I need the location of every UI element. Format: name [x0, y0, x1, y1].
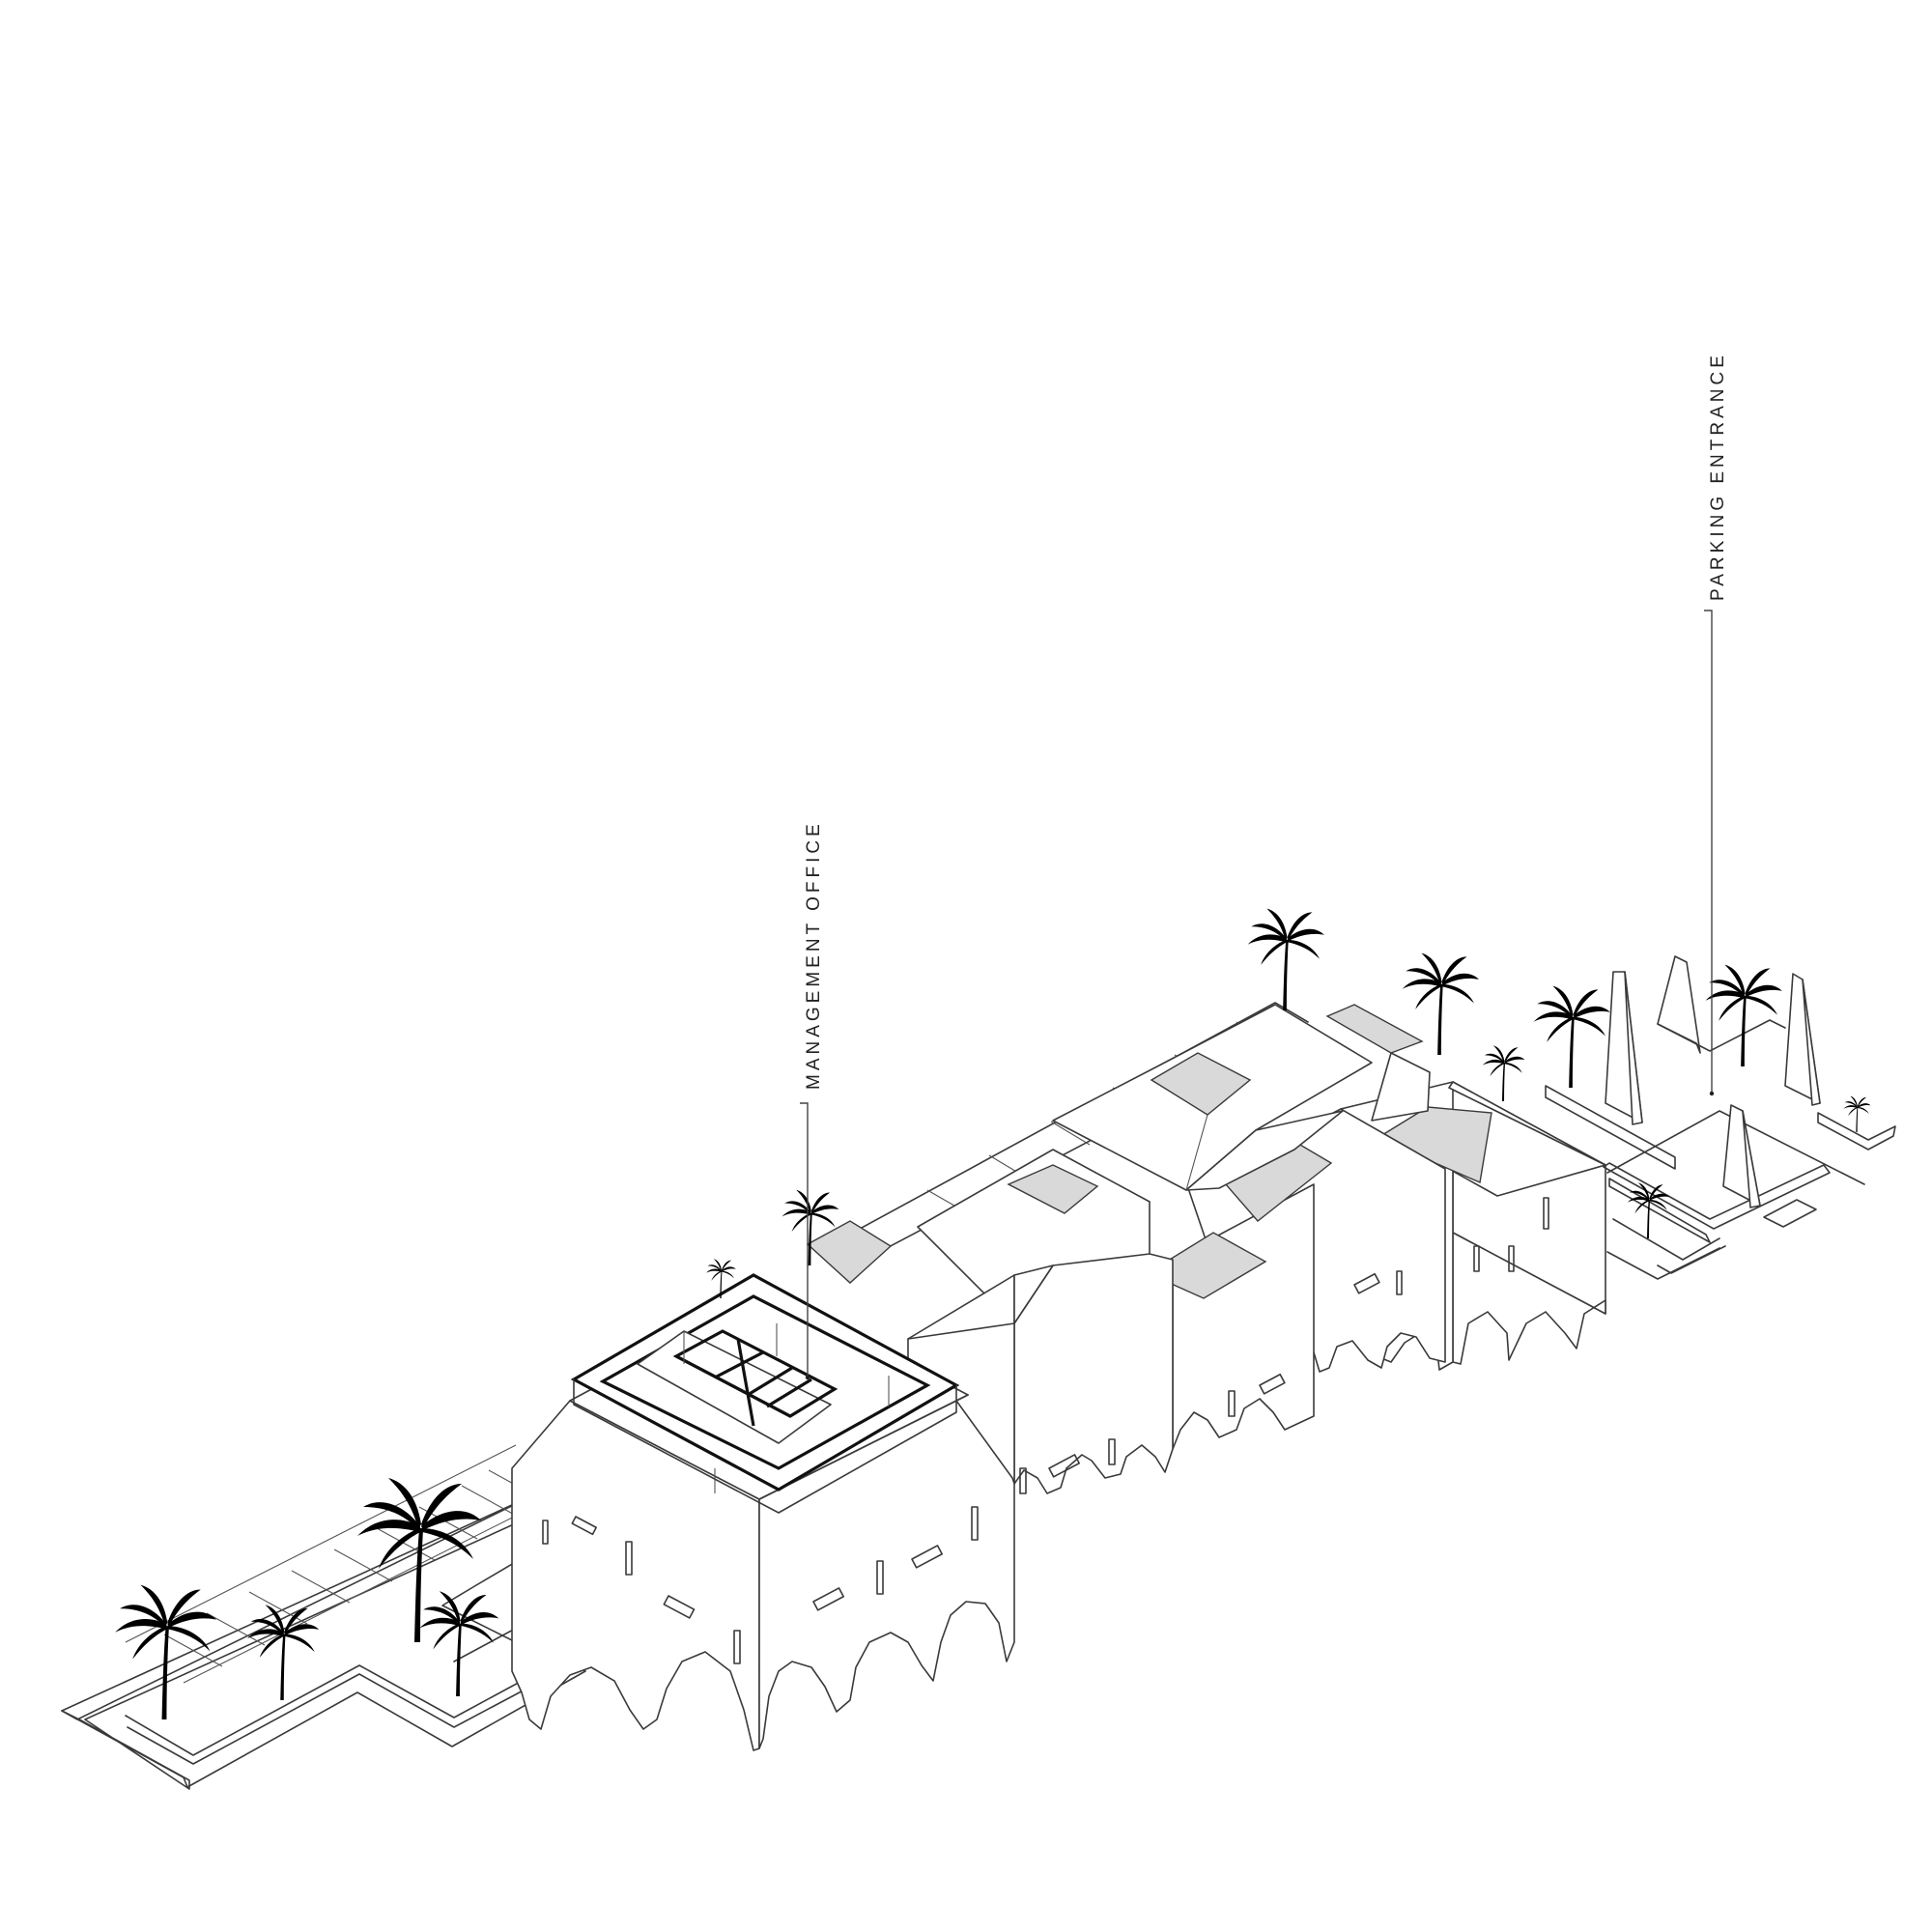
parking-entrance-leader	[1704, 610, 1713, 1094]
management-office-leader	[800, 1102, 809, 1378]
parking-entrance-label: PARKING ENTRANCE	[1708, 352, 1728, 601]
palm-tree-icon	[1705, 964, 1782, 1066]
palm-tree-icon	[247, 1605, 320, 1700]
palm-tree-icon	[1247, 908, 1324, 1010]
palm-tree-icon	[1843, 1095, 1871, 1132]
parking-entrance-area	[1545, 955, 1896, 1280]
main-building	[511, 1004, 1606, 1751]
palm-tree-icon	[1482, 1045, 1525, 1101]
palm-tree-icon	[1533, 985, 1610, 1088]
management-office-label: MANAGEMENT OFFICE	[804, 820, 824, 1090]
